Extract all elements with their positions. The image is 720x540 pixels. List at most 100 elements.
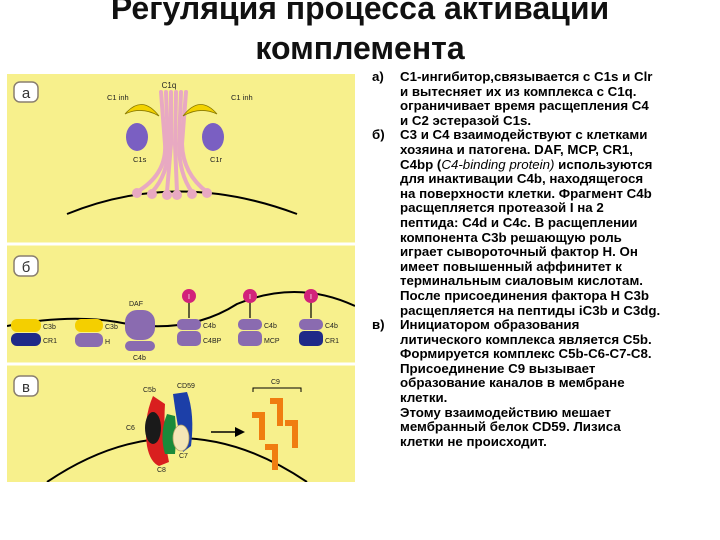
b-line-2: хозяина и патогена. DAF, MCP, CR1, [400, 141, 633, 157]
c3b-2 [75, 319, 103, 332]
description-text: а) С1-ингибитор,связывается с С1s и Clr … [372, 69, 712, 450]
b-line-7: пептида: С4d и С4c. В расщеплении [400, 214, 638, 230]
b-line-3-italic: C4-binding protein) [441, 156, 555, 172]
b-line-11: терминальным сиаловым кислотам. [400, 273, 643, 289]
c7-molecule [162, 414, 176, 454]
factor-i-2-label: I [249, 294, 251, 301]
arrow-head [235, 427, 245, 437]
membrane-a [66, 190, 298, 215]
mcp-label: MCP [264, 338, 280, 345]
page-title: Регуляция процесса активации комплемента [0, 0, 720, 68]
title-line-2: комплемента [255, 30, 465, 66]
paragraph-c-extra: Этому взаимодействию мешает мембранный б… [372, 404, 712, 450]
panel-a: а C1q C1 inh C1 [13, 81, 298, 215]
b-line-5: на поверхности клетки. Фрагмент С4b [400, 185, 652, 201]
c8-molecule [172, 424, 190, 452]
figure-svg: а C1q C1 inh C1 [7, 81, 355, 482]
paragraph-b: б) С3 и С4 взаимодействуют с клетками хо… [372, 128, 712, 318]
c5b-label: C5b [143, 387, 156, 394]
b-line-3-post: используются [554, 156, 653, 172]
b-line-6: расщепляется протеазой I на 2 [400, 200, 604, 216]
c4b-1 [177, 319, 201, 330]
paragraph-c: в) Инициатором образования литического к… [372, 317, 712, 406]
c-extra-line-1: Этому взаимодействию мешает [400, 404, 612, 420]
b-line-10: имеет повышенный аффинитет к [400, 258, 622, 274]
c7-label: C7 [179, 453, 188, 460]
c-line-6: клетки. [400, 390, 448, 406]
cd59-label: CD59 [177, 383, 195, 390]
c1inh-left-label: C1 inh [107, 93, 129, 102]
factor-i-1-label: I [188, 294, 190, 301]
a-line-2: и вытесняет их из комплекса с С1q. [400, 83, 637, 99]
panel-a-label-box [13, 81, 39, 103]
a-line-4: и С2 эстеразой С1s. [400, 112, 532, 128]
c1r-label: C1r [210, 155, 223, 164]
c1q-stalks [135, 90, 209, 194]
b-line-4: для инактивации C4b, находящегося [400, 171, 644, 187]
cr1-1 [11, 333, 41, 346]
mcp [238, 331, 262, 346]
panel-b-label-box [13, 255, 39, 277]
c4b-3 [299, 319, 323, 330]
paragraph-b-mark: б) [372, 127, 385, 143]
panel-b: б C3b CR1 C3b H DAF C4b I [7, 255, 355, 362]
c8-label: C8 [157, 467, 166, 474]
factor-i-3-label: I [310, 294, 312, 301]
factor-i-2: I [243, 289, 257, 318]
c9-bracket [252, 387, 302, 392]
cr1-1-label: CR1 [43, 338, 57, 345]
b-line-3-pre: C4bp ( [400, 156, 442, 172]
b-line-8: компонента С3b решающую роль [400, 229, 622, 245]
c4bp [177, 331, 201, 346]
daf-molecule [125, 310, 155, 340]
complement-figure: а C1q C1 inh C1 [7, 74, 355, 482]
paragraph-a: а) С1-ингибитор,связывается с С1s и Clr … [372, 69, 712, 128]
c9-label: C9 [271, 379, 280, 386]
b-line-3: C4bp (C4-binding protein) используются [400, 156, 712, 173]
panel-c: в C5b CD59 C6 C7 C8 C9 [13, 375, 308, 482]
c4bp-label: C4BP [203, 338, 222, 345]
c4b-1-label: C4b [203, 323, 216, 330]
cr1-2-label: CR1 [325, 338, 339, 345]
c1s-label: C1s [133, 155, 147, 164]
title-line-1: Регуляция процесса активации [110, 0, 610, 26]
cr1-2 [299, 331, 323, 346]
panel-b-label: б [22, 259, 31, 276]
c1q-label: C1q [162, 81, 177, 90]
panel-c-label-box [13, 375, 39, 397]
c-line-3: Формируется комплекс С5b-С6-С7-С8. [400, 346, 652, 362]
c9-piece-3 [285, 420, 298, 448]
c4b-bottom-label: C4b [133, 355, 146, 362]
c1inh-right [182, 104, 218, 117]
c-extra-line-3: клетки не происходит. [400, 433, 547, 449]
c3b-2-label: C3b [105, 324, 118, 331]
c-extra-line-2: мембранный белок CD59. Лизиса [400, 419, 621, 435]
c1inh-right-label: C1 inh [231, 93, 253, 102]
b-line-12: После присоединения фактора Н С3b [400, 287, 649, 303]
c-line-4: Присоединение С9 вызывает [400, 360, 596, 376]
daf-label: DAF [129, 301, 143, 308]
a-line-3: ограничивает время расщепления С4 [400, 98, 649, 114]
b-line-1: С3 и С4 взаимодействуют с клетками [400, 127, 648, 143]
c4b-2-label: C4b [264, 323, 277, 330]
c-line-2: литического комплекса является С5b. [400, 331, 652, 347]
c-line-1: Инициатором образования [400, 317, 580, 333]
panel-c-label: в [22, 379, 30, 396]
b-line-13: расщепляется на пептиды iC3b и C3dg. [400, 302, 661, 318]
c3b-1 [11, 319, 41, 332]
factor-i-3: I [304, 289, 318, 318]
c1s-molecule [126, 123, 148, 151]
c9-piece-2 [270, 398, 283, 426]
c3b-1-label: C3b [43, 324, 56, 331]
factor-i-1: I [182, 289, 196, 318]
c4b-3-label: C4b [325, 323, 338, 330]
c4b-2 [238, 319, 262, 330]
c-line-5: образование каналов в мембране [400, 375, 625, 391]
paragraph-c-mark: в) [372, 317, 385, 333]
c4b-under-daf [125, 341, 155, 351]
c1q-heads [132, 188, 212, 200]
factor-h-label: H [105, 339, 110, 346]
c9-piece-1 [252, 412, 265, 440]
b-line-9: играет сывороточный фактор Н. Он [400, 244, 638, 260]
c9-piece-4 [265, 444, 278, 470]
